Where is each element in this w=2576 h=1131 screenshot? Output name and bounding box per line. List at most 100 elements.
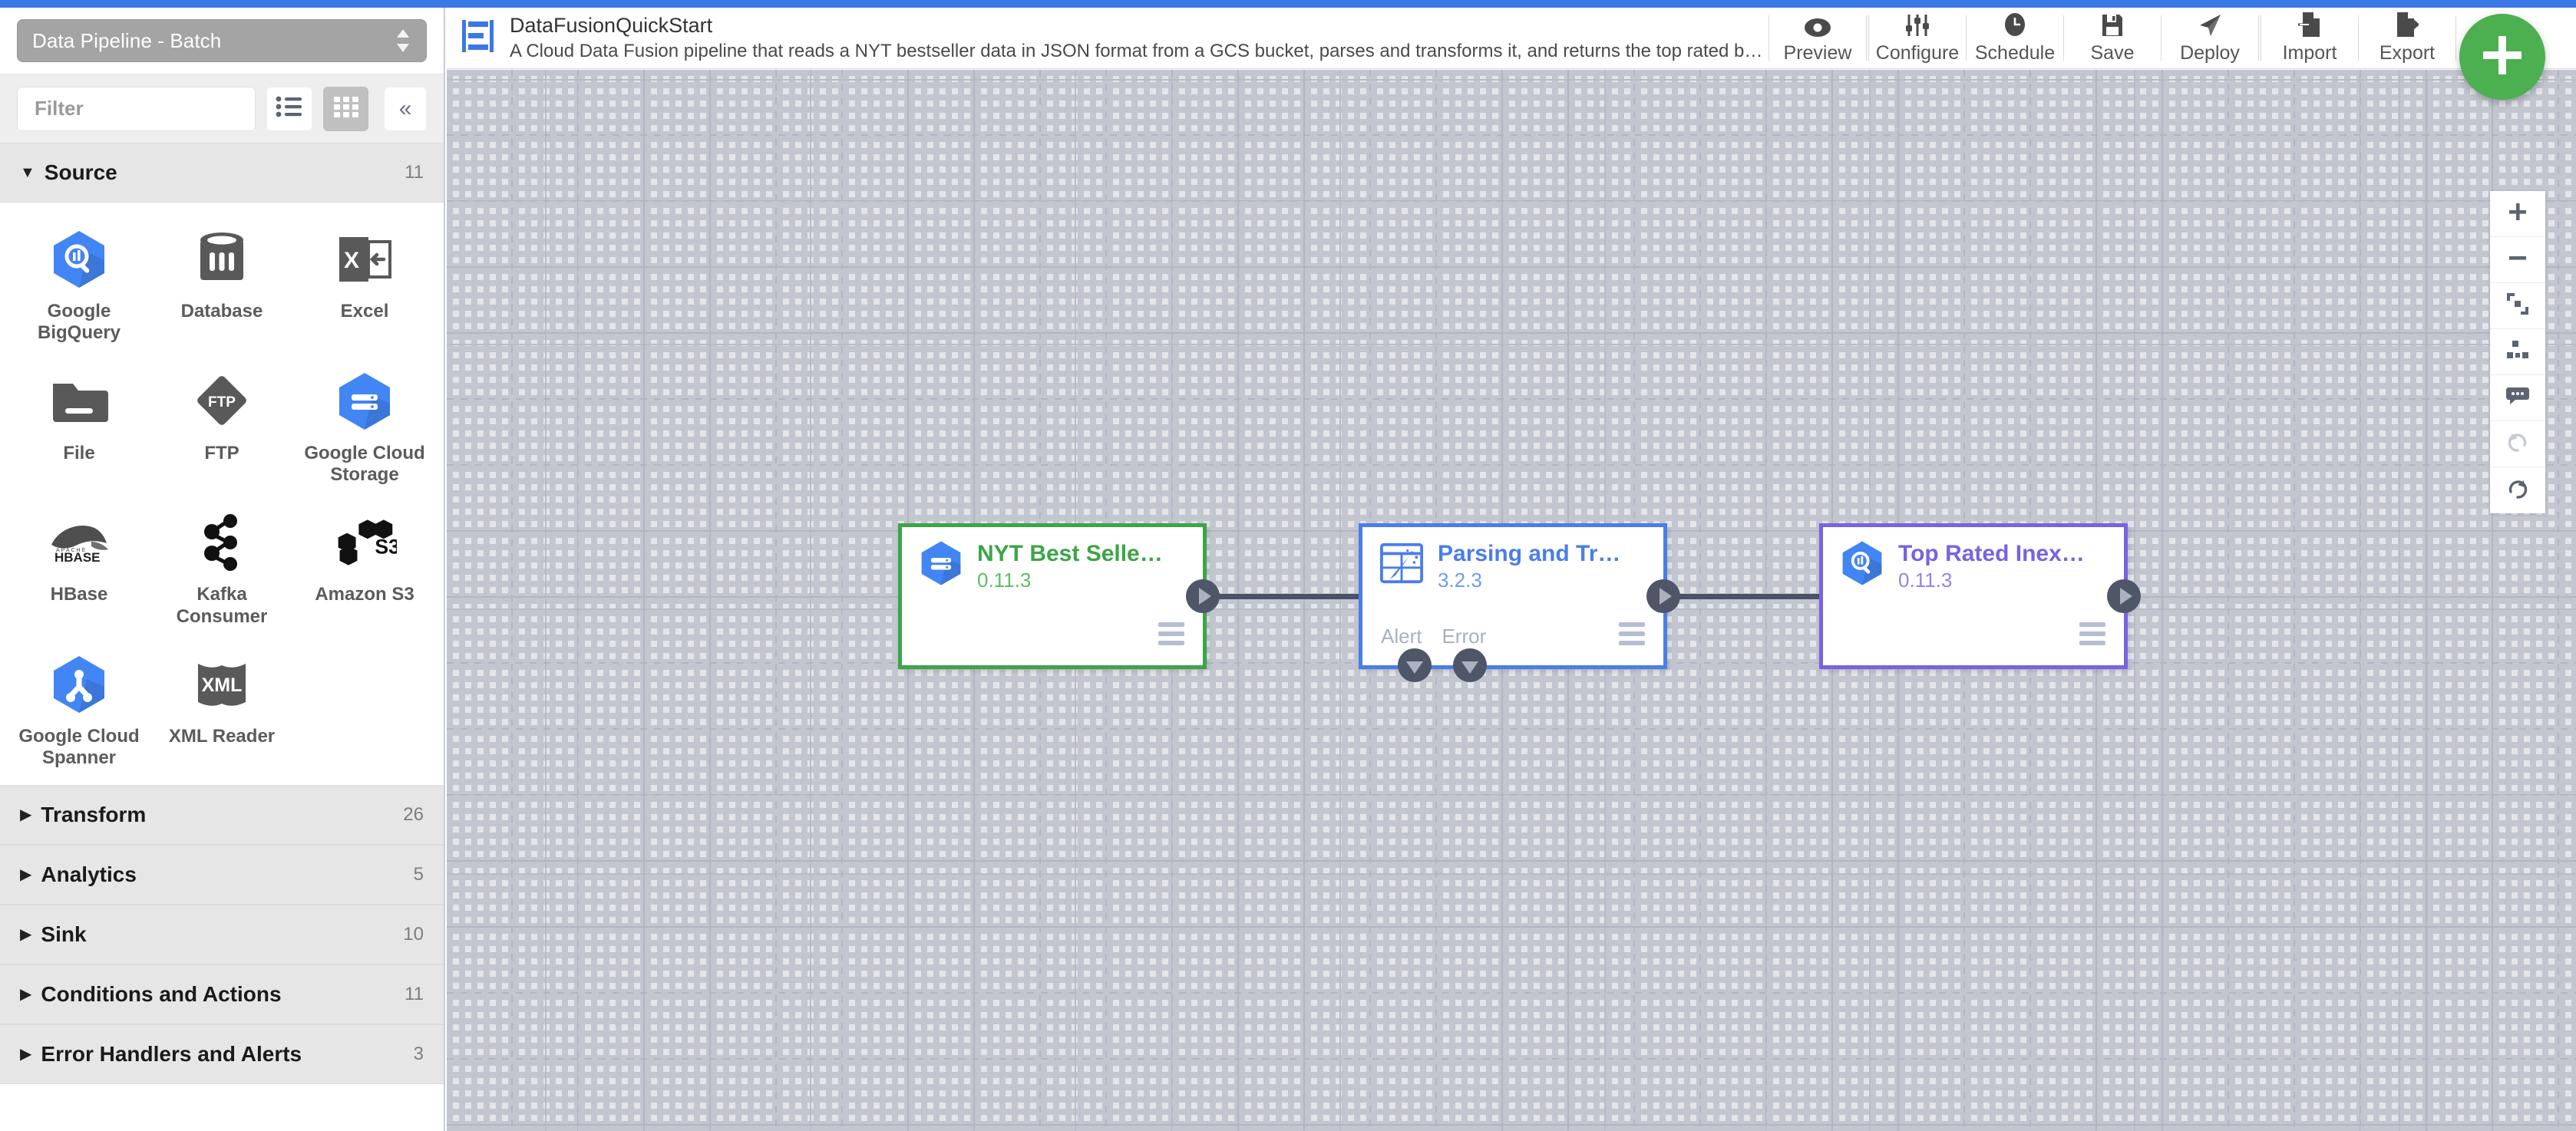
import-button[interactable]: Import [2261, 8, 2358, 68]
zoom-in-button[interactable] [2490, 191, 2545, 237]
plugin-label: Kafka Consumer [176, 584, 268, 627]
plugin-label: Database [180, 301, 263, 321]
export-file-icon [2396, 12, 2419, 38]
toolbar-divider [2161, 15, 2162, 61]
pipeline-identity: DataFusionQuickStart A Cloud Data Fusion… [447, 8, 1769, 68]
page-title[interactable]: DataFusionQuickStart [510, 14, 713, 38]
grid-view-icon [333, 95, 359, 122]
pipeline-type-row: Data Pipeline - Batch [0, 8, 444, 74]
deploy-button[interactable]: Deploy [2162, 8, 2258, 68]
redo-button[interactable] [2490, 467, 2545, 513]
list-view-button[interactable] [266, 86, 312, 131]
pipeline-node-transform[interactable]: Parsing and Tr… 3.2.3 Alert Error [1359, 523, 1680, 682]
fit-to-screen-button[interactable] [2490, 283, 2545, 329]
toolbar-divider [1966, 15, 1967, 61]
grid-view-button[interactable] [322, 86, 369, 131]
wrangler-icon [1379, 541, 1424, 585]
sidebar-group-source[interactable]: ▼ Source 11 [0, 143, 444, 203]
svg-text:FTP: FTP [208, 394, 236, 411]
node-version: 0.11.3 [977, 569, 1032, 592]
save-button[interactable]: Save [2064, 8, 2161, 68]
list-view-icon [276, 95, 303, 122]
sidebar-group-error-handlers-and-alerts[interactable]: ▶ Error Handlers and Alerts 3 [0, 1024, 444, 1084]
bigquery-icon [47, 227, 111, 292]
svg-text:X: X [344, 248, 359, 273]
fit-screen-icon [2506, 292, 2529, 319]
toolbar-divider [2358, 15, 2359, 61]
caret-right-icon: ▶ [20, 925, 32, 943]
bigquery-icon [1840, 541, 1884, 585]
node-menu-icon[interactable] [2079, 622, 2105, 645]
node-error-port[interactable] [1453, 648, 1487, 682]
toolbar-divider [2063, 15, 2064, 61]
sidebar-group-transform[interactable]: ▶ Transform 26 [0, 784, 444, 845]
pipeline-meta: DataFusionQuickStart A Cloud Data Fusion… [510, 13, 1769, 63]
amazon-s3-icon: S3 [332, 510, 397, 575]
plugin-sidebar: Data Pipeline - Batch Filter [0, 8, 445, 1131]
plugin-amazon-s3[interactable]: S3 Amazon S3 [293, 506, 436, 632]
pipeline-node-sink[interactable]: Top Rated Inex… 0.11.3 [1819, 523, 2141, 669]
pipeline-header: DataFusionQuickStart A Cloud Data Fusion… [447, 8, 2576, 69]
preview-button[interactable]: Preview [1769, 8, 1866, 68]
toolbar-label: Schedule [1974, 42, 2056, 64]
plugin-label: HBase [50, 584, 108, 605]
toolbar-label: Save [2090, 42, 2135, 64]
caret-right-icon: ▶ [20, 806, 32, 823]
undo-button[interactable] [2490, 421, 2545, 467]
kafka-icon [190, 510, 254, 575]
plugin-label: Excel [340, 301, 389, 321]
node-texts: Top Rated Inex… 0.11.3 [1898, 541, 2085, 592]
plugin-excel[interactable]: X Excel [293, 223, 436, 349]
configure-button[interactable]: Configure [1869, 8, 1966, 68]
plugin-google-cloud-spanner[interactable]: Google Cloud Spanner [8, 648, 150, 774]
svg-text:APACHE: APACHE [56, 548, 87, 553]
caret-down-icon: ▼ [20, 164, 35, 181]
sidebar-group-sink[interactable]: ▶ Sink 10 [0, 904, 444, 964]
plugin-filter-input[interactable]: Filter [17, 86, 256, 131]
node-texts: Parsing and Tr… 3.2.3 [1438, 541, 1620, 592]
plugin-label: FTP [204, 442, 239, 463]
add-comment-button[interactable] [2490, 375, 2545, 421]
collapse-sidebar-button[interactable]: « [384, 86, 427, 131]
node-menu-icon[interactable] [1619, 622, 1645, 645]
node-port-label-alert: Alert [1381, 625, 1422, 648]
plugin-google-cloud-storage[interactable]: Google Cloud Storage [293, 364, 436, 491]
node-output-port[interactable] [1186, 579, 1220, 613]
toolbar-divider [2455, 15, 2456, 61]
align-nodes-button[interactable] [2490, 329, 2545, 375]
pipeline-node-source[interactable]: NYT Best Selle… 0.11.3 [898, 523, 1220, 669]
plugin-file[interactable]: File [8, 364, 150, 491]
plugin-database[interactable]: Database [150, 223, 293, 349]
file-folder-icon [47, 369, 111, 434]
group-label: Analytics [41, 862, 137, 886]
plugin-ftp[interactable]: FTP FTP [150, 364, 293, 491]
node-menu-icon[interactable] [1158, 622, 1184, 645]
toolbar-label: Preview [1783, 42, 1852, 64]
node-port-labels: Alert Error [1381, 625, 1486, 648]
zoom-out-button[interactable] [2490, 237, 2545, 283]
pipeline-canvas[interactable]: NYT Best Selle… 0.11.3 [447, 70, 2576, 1131]
sidebar-group-analytics[interactable]: ▶ Analytics 5 [0, 844, 444, 905]
sidebar-group-conditions-and-actions[interactable]: ▶ Conditions and Actions 11 [0, 964, 444, 1024]
plugin-kafka-consumer[interactable]: Kafka Consumer [150, 506, 293, 632]
node-alert-port[interactable] [1398, 648, 1432, 682]
export-button[interactable]: Export [2359, 8, 2455, 68]
schedule-button[interactable]: Schedule [1967, 8, 2063, 68]
group-count: 11 [405, 162, 424, 183]
group-count: 5 [413, 863, 424, 885]
plugin-hbase[interactable]: HBASE APACHE HBase [8, 506, 150, 632]
group-count: 11 [405, 983, 424, 1004]
node-output-port[interactable] [2107, 579, 2141, 613]
plugin-xml-reader[interactable]: XML XML Reader [150, 648, 293, 774]
pipeline-type-select[interactable]: Data Pipeline - Batch [17, 19, 427, 62]
node-output-port[interactable] [1646, 579, 1680, 613]
group-count: 10 [403, 923, 424, 945]
xml-reader-icon: XML [190, 652, 254, 717]
window-accent-strip [0, 0, 2576, 8]
paper-plane-icon [2197, 12, 2223, 38]
plugin-google-bigquery[interactable]: Google BigQuery [8, 223, 150, 349]
plugin-label: Amazon S3 [315, 584, 414, 605]
add-node-fab[interactable] [2459, 14, 2545, 100]
node-texts: NYT Best Selle… 0.11.3 [977, 541, 1163, 592]
ftp-icon: FTP [190, 369, 254, 434]
